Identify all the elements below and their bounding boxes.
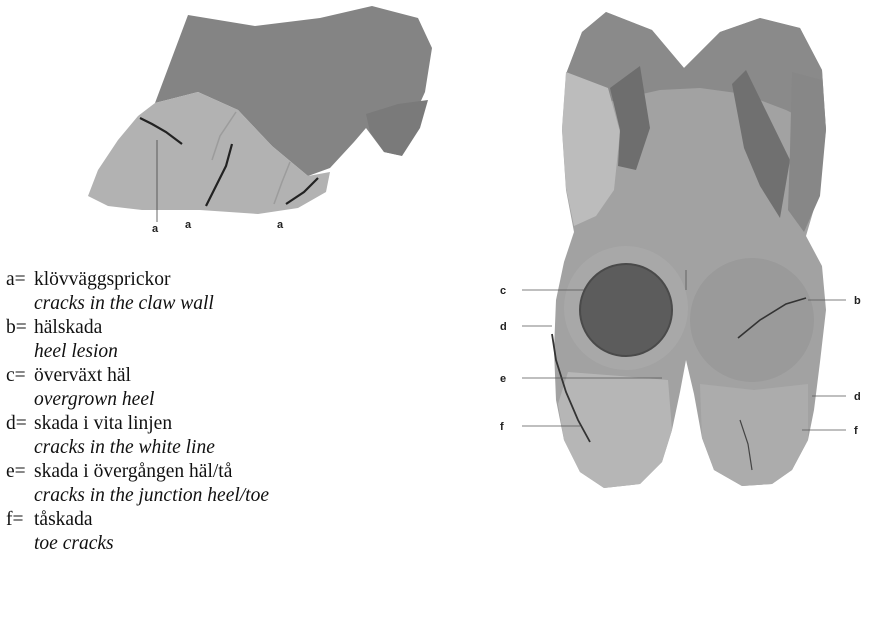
legend-key: c= <box>6 364 34 388</box>
legend-key: f= <box>6 508 34 532</box>
sole-view-right-wall <box>788 72 826 232</box>
callout-label-d: d <box>500 321 507 333</box>
legend-english-term: toe cracks <box>6 532 426 556</box>
callout-label-a: a <box>277 219 284 231</box>
legend-english-term: cracks in the white line <box>6 436 426 460</box>
left-toe <box>558 372 672 488</box>
legend-swedish-term: skada i vita linjen <box>34 413 172 434</box>
side-view-claw: a a a <box>88 6 432 235</box>
legend-key: e= <box>6 460 34 484</box>
legend-key: b= <box>6 316 34 340</box>
legend-english-term: overgrown heel <box>6 388 426 412</box>
legend-entry-e: e=skada i övergången häl/tå cracks in th… <box>6 460 426 508</box>
callout-label-a: a <box>152 223 159 235</box>
legend-entry-a: a=klövväggsprickor cracks in the claw wa… <box>6 268 426 316</box>
legend-swedish-term: klövväggsprickor <box>34 269 170 290</box>
callout-label-f: f <box>854 425 858 437</box>
overgrown-heel-lesion <box>580 264 672 356</box>
legend-swedish-term: skada i övergången häl/tå <box>34 461 232 482</box>
callout-label-c: c <box>500 285 506 297</box>
callout-label-d: d <box>854 391 861 403</box>
legend-english-term: cracks in the junction heel/toe <box>6 484 426 508</box>
legend-key: a= <box>6 268 34 292</box>
legend-entry-f: f=tåskada toe cracks <box>6 508 426 556</box>
legend-swedish-term: överväxt häl <box>34 365 131 386</box>
legend-swedish-term: hälskada <box>34 317 102 338</box>
legend-english-term: cracks in the claw wall <box>6 292 426 316</box>
callout-label-a: a <box>185 219 192 231</box>
sole-view-claw: c d e f b d f <box>500 12 861 488</box>
right-toe <box>700 384 808 486</box>
callout-label-f: f <box>500 421 504 433</box>
legend-entry-c: c=överväxt häl overgrown heel <box>6 364 426 412</box>
callout-label-e: e <box>500 373 506 385</box>
legend: a=klövväggsprickor cracks in the claw wa… <box>6 268 426 556</box>
legend-swedish-term: tåskada <box>34 509 92 530</box>
legend-entry-b: b=hälskada heel lesion <box>6 316 426 364</box>
legend-key: d= <box>6 412 34 436</box>
legend-entry-d: d=skada i vita linjen cracks in the whit… <box>6 412 426 460</box>
legend-english-term: heel lesion <box>6 340 426 364</box>
right-heel-bulb <box>690 258 814 382</box>
callout-label-b: b <box>854 295 861 307</box>
